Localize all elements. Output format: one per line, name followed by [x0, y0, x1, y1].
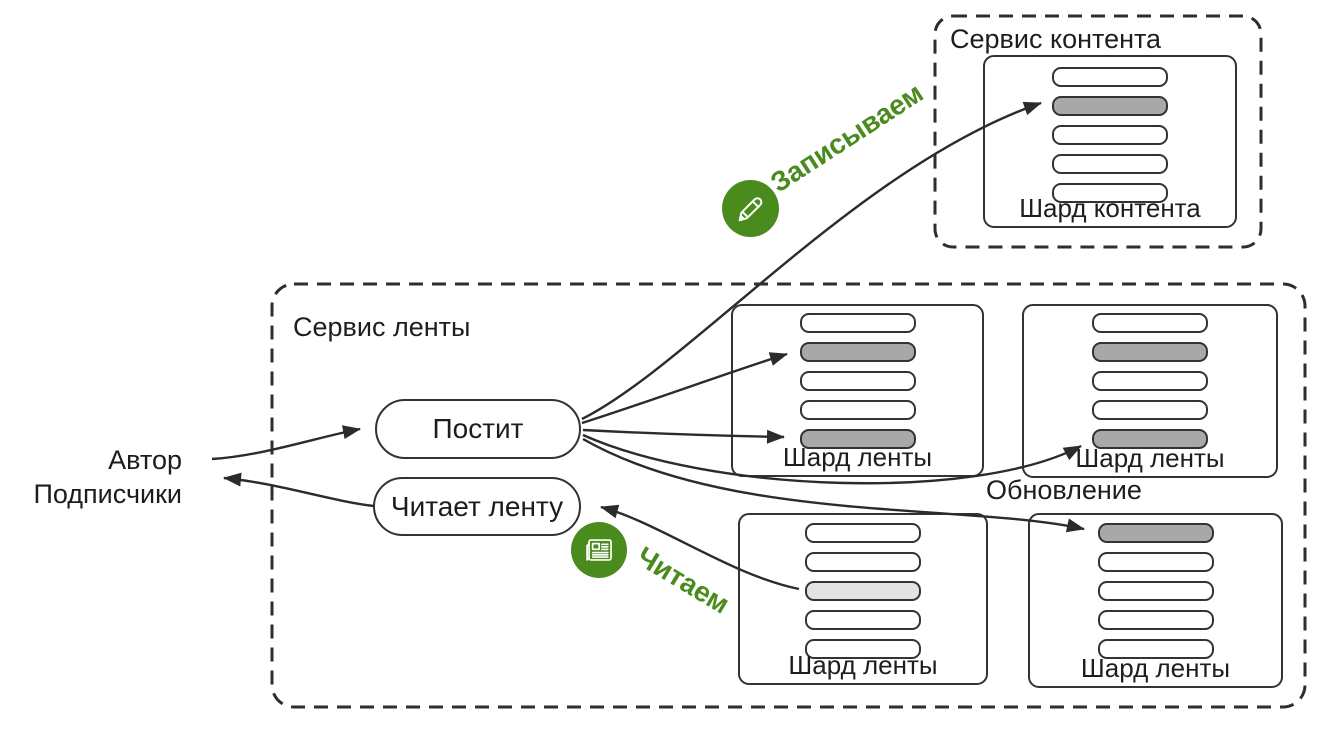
shard-row-dark: [799, 342, 916, 362]
feed-shard-rows: [1030, 515, 1281, 659]
shard-row-white: [1097, 610, 1214, 630]
update-label: Обновление: [986, 475, 1142, 505]
arrow-read-to-subscribers: [223, 472, 375, 508]
shard-row-white: [1052, 154, 1168, 174]
content-shard: Шард контента: [983, 55, 1237, 228]
read-feed-node-label: Читает ленту: [390, 490, 564, 522]
shard-row-white: [1092, 313, 1208, 333]
feed-shard-rows: [1024, 306, 1276, 449]
shard-row-white: [799, 400, 916, 420]
feed-shard-rows: [740, 515, 986, 659]
shard-row-white: [1052, 67, 1168, 87]
actor-subscribers: Подписчики: [33, 479, 182, 509]
read-feed-node: Читает ленту: [373, 477, 581, 536]
feed-shard-rows: [733, 306, 982, 449]
arrow-author-to-post: [211, 425, 361, 461]
shard-row-white: [805, 552, 921, 572]
feed-shard-top-left: Шард ленты: [731, 304, 984, 477]
shard-row-dark: [1097, 523, 1214, 543]
post-node: Постит: [375, 399, 581, 459]
feed-shard-label: Шард ленты: [788, 650, 938, 680]
feed-shard-label: Шард ленты: [1080, 653, 1231, 683]
feed-shard-top-right: Шард ленты: [1022, 304, 1278, 478]
shard-row-white: [805, 610, 921, 630]
shard-row-white: [1052, 125, 1168, 145]
feed-shard-bottom-left: Шард ленты: [738, 513, 988, 685]
shard-row-white: [799, 313, 916, 333]
feed-shard-bottom-right: Шард ленты: [1028, 513, 1283, 688]
pencil-icon: [738, 196, 762, 221]
shard-row-white: [1097, 581, 1214, 601]
read-annotation: Читаем: [631, 540, 735, 620]
actor-author: Автор: [108, 445, 182, 475]
shard-row-white: [1092, 371, 1208, 391]
shard-row-white: [1092, 400, 1208, 420]
shard-row-light: [805, 581, 921, 601]
actors-label: Автор Подписчики: [30, 443, 182, 511]
content-shard-rows: [985, 57, 1235, 203]
newspaper-icon: [586, 539, 612, 561]
feed-shard-label: Шард ленты: [1075, 443, 1225, 473]
content-shard-label: Шард контента: [1019, 193, 1201, 223]
feed-shard-label: Шард ленты: [782, 442, 933, 472]
shard-row-dark: [1052, 96, 1168, 116]
write-annotation: Записываем: [764, 76, 929, 199]
write-badge: [722, 180, 779, 237]
shard-row-white: [805, 523, 921, 543]
shard-row-white: [1097, 552, 1214, 572]
read-badge: [571, 522, 627, 578]
content-service-title: Сервис контента: [950, 24, 1162, 54]
post-node-label: Постит: [432, 413, 524, 444]
shard-row-white: [799, 371, 916, 391]
shard-row-dark: [1092, 342, 1208, 362]
feed-service-title: Сервис ленты: [293, 312, 471, 342]
